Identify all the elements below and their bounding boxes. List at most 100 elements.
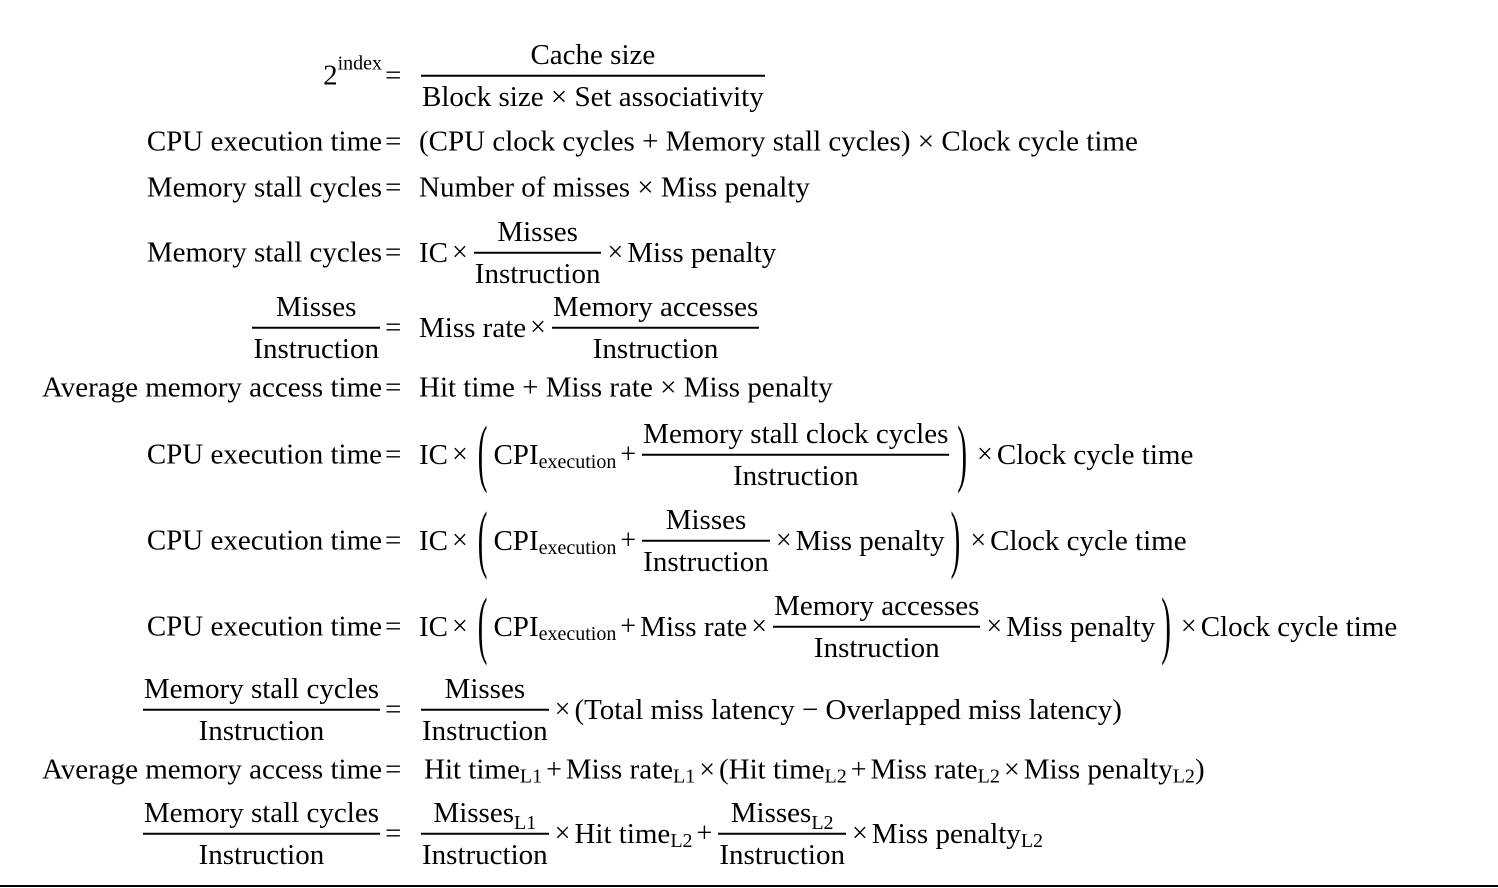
lhs-text: Memory stall cycles	[146, 171, 382, 204]
rhs-term: (Total miss latency − Overlapped miss la…	[574, 693, 1122, 726]
times-sign: ×	[452, 439, 468, 470]
times-sign: ×	[1180, 611, 1197, 642]
equals-sign: =	[385, 59, 402, 92]
equation-rhs: IC × Misses Instruction × Miss penalty	[419, 217, 777, 289]
equation-rhs: Miss rate × Memory accesses Instruction	[419, 290, 761, 364]
equals-sign: =	[385, 236, 402, 269]
plus-sign: +	[696, 818, 713, 849]
right-paren: )	[957, 412, 968, 496]
rhs-term: IC	[419, 438, 448, 471]
fraction-numerator: Cache size	[530, 38, 656, 71]
equation-lhs: Misses Instruction	[250, 292, 382, 364]
equals-sign: =	[385, 693, 402, 726]
fraction: Memory accesses Instruction	[551, 290, 760, 364]
cpi-term: CPI	[493, 438, 539, 471]
fraction-bar	[421, 708, 549, 711]
times-sign: ×	[851, 818, 868, 849]
plus-sign: +	[620, 525, 637, 556]
equals-sign: =	[385, 610, 402, 643]
fraction-bar	[718, 832, 846, 835]
rhs-term: Clock cycle time	[990, 524, 1187, 557]
lhs-base: 2	[323, 59, 338, 92]
rhs-term: Miss penalty	[627, 236, 777, 269]
rhs-term: IC	[419, 524, 448, 557]
fraction-numerator: MissesL2	[730, 798, 835, 834]
fraction-numerator: Memory stall cycles	[143, 672, 379, 705]
rhs-term: IC	[419, 236, 448, 269]
equals-sign: =	[385, 438, 402, 471]
lhs-text: CPU execution time	[146, 610, 382, 643]
equals-sign: =	[385, 524, 402, 557]
lhs-text: CPU execution time	[146, 524, 382, 557]
times-sign: ×	[977, 439, 993, 470]
fraction-numerator: MissesL1	[432, 798, 537, 834]
cpi-subscript: execution	[538, 622, 617, 645]
fraction-bar	[142, 708, 380, 711]
rhs-text: Hit time + Miss rate × Miss penalty	[419, 371, 833, 404]
cpi-term: CPI	[493, 610, 539, 643]
left-paren: (	[477, 412, 488, 496]
fraction-numerator: Memory stall clock cycles	[643, 417, 949, 450]
times-sign: ×	[986, 611, 1003, 642]
equation-lhs: Memory stall cycles	[146, 171, 382, 204]
equation-lhs: CPU execution time	[146, 438, 382, 471]
rhs-term: Miss rate	[565, 753, 673, 786]
fraction: Misses Instruction	[421, 672, 549, 747]
rhs-term: Miss penalty	[795, 524, 945, 557]
subscript: L1	[514, 811, 537, 834]
fraction: Misses Instruction	[642, 503, 770, 578]
lhs-text: Average memory access time	[41, 753, 382, 786]
plus-sign: +	[546, 754, 562, 785]
fraction-denominator: Instruction	[422, 714, 548, 747]
equation-lhs: Average memory access time	[41, 371, 382, 404]
fraction-numerator: Memory accesses	[774, 589, 980, 622]
fraction-bar	[473, 251, 602, 254]
fraction-denominator: Block size × Set associativity	[422, 80, 764, 113]
times-sign: ×	[554, 694, 571, 725]
times-sign: ×	[452, 525, 468, 556]
lhs-text: CPU execution time	[146, 438, 382, 471]
equation-lhs: Average memory access time	[41, 753, 382, 786]
times-sign: ×	[1003, 754, 1020, 785]
equation-rhs: Hit time + Miss rate × Miss penalty	[419, 371, 833, 404]
times-sign: ×	[751, 611, 768, 642]
rhs-term: Miss rate	[640, 610, 748, 643]
times-sign: ×	[607, 237, 624, 268]
fraction-numerator: Memory accesses	[552, 290, 759, 323]
subscript: L2	[811, 811, 834, 834]
fraction-bar	[551, 326, 760, 329]
fraction-denominator: Instruction	[643, 545, 769, 578]
fraction-bar	[421, 832, 549, 835]
subscript: L2	[824, 765, 847, 788]
left-paren: (	[477, 584, 488, 668]
equation-lhs: Memory stall cycles Instruction	[141, 796, 382, 870]
equation-rhs: (CPU clock cycles + Memory stall cycles)…	[419, 127, 1138, 157]
fraction-numerator: Misses	[665, 503, 747, 536]
rhs-term: Miss rate	[870, 753, 978, 786]
rhs-term: Miss penalty	[1023, 753, 1173, 786]
lhs-superscript: index	[337, 52, 382, 75]
cpi-term: CPI	[493, 524, 539, 557]
fraction-denominator: Instruction	[422, 838, 548, 871]
equation-rhs: Number of misses × Miss penalty	[419, 173, 810, 203]
equation-rhs: Cache size Block size × Set associativit…	[419, 38, 767, 113]
rhs-term: Miss penalty	[1006, 610, 1156, 643]
times-sign: ×	[452, 237, 468, 268]
equals-sign: =	[385, 371, 402, 404]
fraction-numerator: Memory stall cycles	[143, 796, 379, 829]
rhs-term: Hit time	[424, 753, 520, 786]
lhs-text: Average memory access time	[41, 371, 382, 404]
equals-sign: =	[385, 171, 402, 204]
rhs-term: (Hit time	[719, 753, 825, 786]
fraction-numerator: Misses	[444, 672, 526, 705]
equals-sign: =	[385, 817, 402, 850]
equals-sign: =	[385, 125, 402, 158]
times-sign: ×	[554, 818, 571, 849]
cpi-subscript: execution	[538, 536, 617, 559]
lhs-text: Memory stall cycles	[146, 236, 382, 269]
fraction: Memory accesses Instruction	[773, 589, 981, 663]
